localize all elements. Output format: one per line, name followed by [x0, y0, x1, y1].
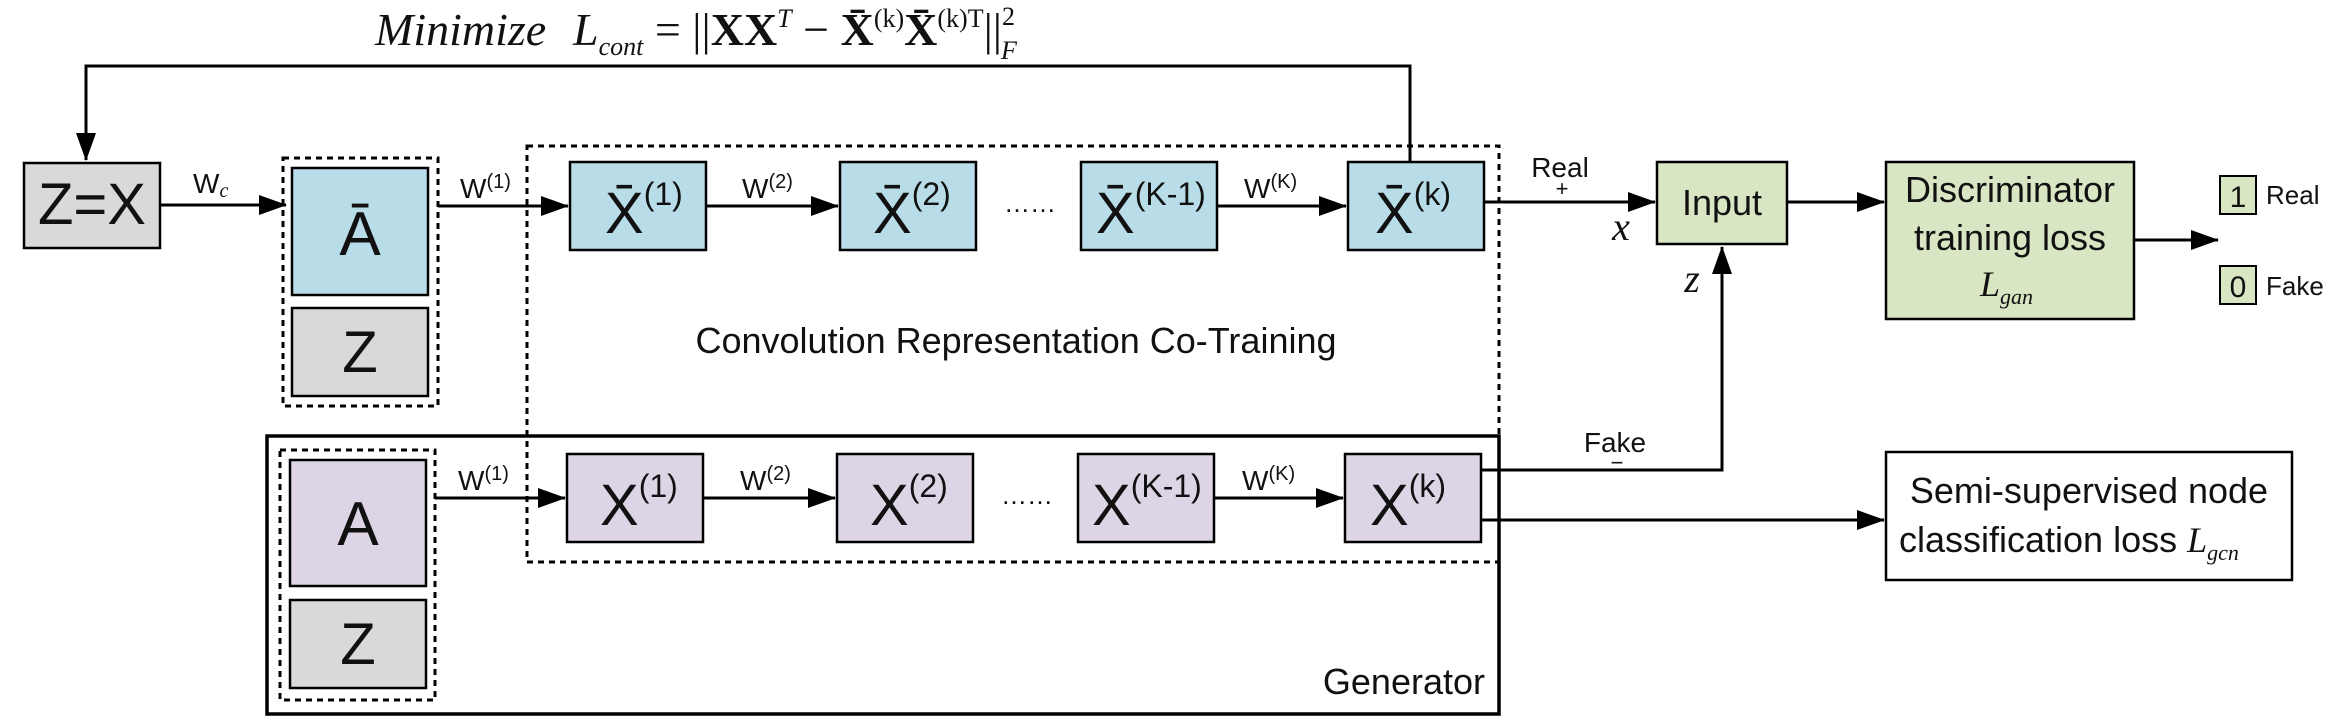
real-sign: + — [1556, 176, 1569, 201]
output-real-label: Real — [2266, 180, 2319, 210]
fake-arrow — [1481, 246, 1732, 472]
output-one-label: 1 — [2230, 181, 2247, 214]
bottom-x1-label: X(1) — [600, 468, 678, 538]
top-w2-label: W(2) — [742, 171, 793, 204]
input-box-label: Input — [1682, 182, 1762, 223]
a-bar-box — [290, 166, 430, 297]
real-label: Real — [1531, 152, 1589, 183]
semi-line2: classification loss Lgcn — [1899, 519, 2239, 565]
bottom-z-label: Z — [340, 612, 375, 677]
bottom-xk-label: X(k) — [1370, 468, 1446, 538]
cotraining-label: Convolution Representation Co-Training — [695, 320, 1336, 361]
top-x2-label: X̄(2) — [873, 176, 951, 246]
output-one-box — [2219, 175, 2257, 215]
top-x1-box — [568, 160, 708, 252]
top-ellipsis: …… — [1004, 188, 1056, 218]
wc-label: Wc — [193, 168, 228, 202]
semi-line1: Semi-supervised node — [1910, 470, 2268, 511]
generator-label: Generator — [1323, 661, 1485, 702]
top-w1-label: W(1) — [460, 171, 511, 204]
real-var: x — [1611, 204, 1630, 249]
fake-label: Fake — [1584, 427, 1646, 458]
bottom-w2-label: W(2) — [740, 463, 791, 496]
top-xk1-label: X̄(K-1) — [1096, 176, 1206, 246]
top-wk-label: W(K) — [1244, 171, 1297, 204]
bottom-w1-label: W(1) — [458, 463, 509, 496]
a-bar-label: Ā — [339, 200, 381, 269]
output-zero-label: 0 — [2230, 271, 2247, 304]
cotraining-region — [525, 144, 1501, 564]
discriminator-loss: Lgan — [1979, 264, 2033, 309]
a-label: A — [337, 490, 379, 559]
bottom-wk-label: W(K) — [1242, 463, 1295, 496]
feedback-arrow — [76, 64, 1412, 162]
top-x2-box — [838, 160, 978, 252]
input-node-box — [22, 161, 162, 250]
bottom-x1-box — [565, 452, 705, 544]
bottom-z-box — [288, 598, 428, 690]
top-xk-box — [1346, 160, 1486, 252]
bottom-ellipsis: …… — [1001, 480, 1053, 510]
fake-sign: − — [1611, 450, 1624, 475]
output-zero-box — [2219, 265, 2257, 305]
bottom-xk1-box — [1076, 452, 1216, 544]
top-stack-frame — [281, 156, 440, 408]
discriminator-box — [1884, 160, 2136, 321]
top-xk-label: X̄(k) — [1375, 176, 1451, 246]
discriminator-line1: Discriminator — [1905, 169, 2115, 210]
fake-var: z — [1683, 256, 1700, 301]
generator-frame — [265, 434, 1501, 716]
top-x1-label: X̄(1) — [605, 176, 683, 246]
bottom-x2-label: X(2) — [870, 468, 948, 538]
a-box — [288, 458, 428, 588]
top-z-box — [290, 306, 430, 398]
bottom-stack-frame — [278, 448, 437, 702]
discriminator-line2: training loss — [1914, 217, 2106, 258]
output-fake-label: Fake — [2266, 271, 2324, 301]
top-xk1-box — [1079, 160, 1219, 252]
bottom-xk-box — [1343, 452, 1483, 544]
top-z-label: Z — [342, 320, 377, 385]
bottom-xk1-label: X(K-1) — [1092, 468, 1202, 538]
input-node-label: Z=X — [38, 172, 146, 237]
bottom-x2-box — [835, 452, 975, 544]
semi-supervised-box — [1884, 450, 2294, 582]
